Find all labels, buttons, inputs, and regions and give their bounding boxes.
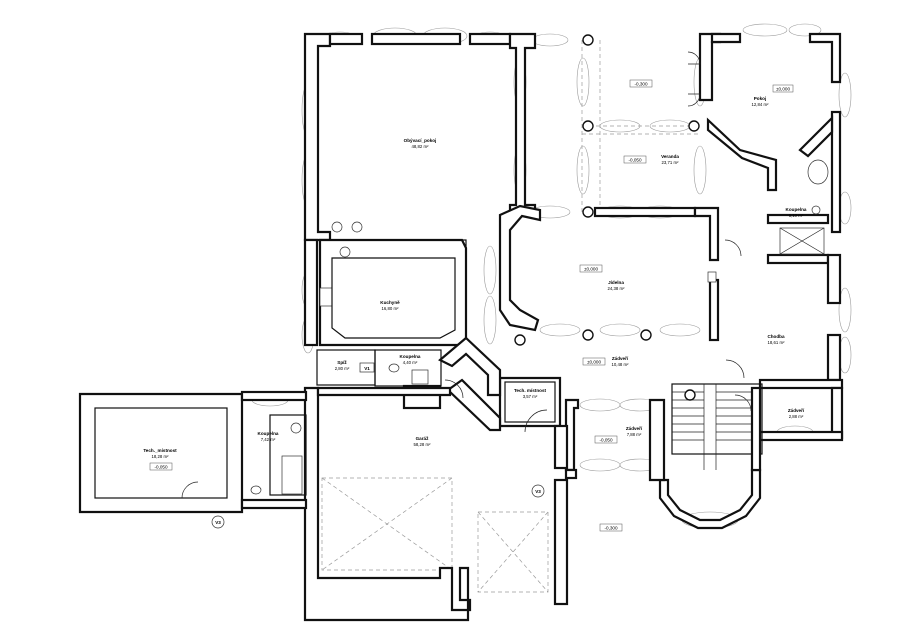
svg-text:V1: V1	[364, 366, 370, 371]
room-label-zadveri2: Zádveří 7,88 m²	[626, 426, 643, 437]
svg-text:3,57 m²: 3,57 m²	[523, 394, 538, 399]
svg-text:-0,050: -0,050	[599, 438, 612, 443]
svg-text:Kuchyně: Kuchyně	[380, 300, 400, 305]
svg-text:±0,000: ±0,000	[587, 360, 601, 365]
room-label-zadveri3: Zádveří 2,88 m²	[788, 408, 805, 419]
svg-text:±0,000: ±0,000	[776, 87, 790, 92]
level-tag: ±0,000	[582, 357, 606, 366]
svg-text:10,48 m²: 10,48 m²	[612, 362, 630, 367]
svg-text:5,10 m²: 5,10 m²	[789, 213, 804, 218]
svg-text:Pokoj: Pokoj	[754, 96, 767, 101]
level-tag: -0,050	[594, 435, 618, 444]
room-label-spiz: Spíž 2,80 m²	[335, 360, 350, 371]
svg-text:Tech._místnost: Tech._místnost	[143, 448, 177, 453]
svg-text:16,80 m²: 16,80 m²	[382, 306, 400, 311]
room-label-tech-mistnost: Tech. místnost 3,57 m²	[514, 388, 547, 399]
svg-text:Zádveří: Zádveří	[788, 408, 805, 413]
svg-text:Spíž: Spíž	[337, 360, 347, 365]
svg-text:-0,050: -0,050	[628, 158, 641, 163]
svg-text:24,38 m²: 24,38 m²	[608, 286, 626, 291]
level-tag: -0,050	[623, 155, 647, 164]
svg-text:Tech. místnost: Tech. místnost	[514, 388, 547, 393]
walls	[78, 32, 844, 622]
room-label-garaz: Garáž 58,28 m²	[414, 436, 432, 447]
svg-text:2,80 m²: 2,80 m²	[335, 366, 350, 371]
svg-text:12,84 m²: 12,84 m²	[752, 102, 770, 107]
room-label-jidelna: Jídelna 24,38 m²	[608, 280, 626, 291]
level-tag: -0,300	[629, 79, 653, 88]
level-tag: ±0,000	[772, 84, 794, 93]
room-label-pokoj: Pokoj 12,84 m²	[752, 96, 770, 107]
svg-text:±0,000: ±0,000	[584, 267, 598, 272]
room-label-wc: Koupelna 4,40 m²	[400, 354, 421, 365]
svg-text:48,82 m²: 48,82 m²	[412, 144, 430, 149]
level-tag: -0,300	[599, 523, 623, 532]
svg-text:-0,300: -0,300	[604, 526, 617, 531]
section-mark-v3: V3	[531, 484, 545, 498]
room-label-koupelna-left: Koupelna 7,42 m²	[258, 431, 279, 442]
svg-text:-0,050: -0,050	[154, 465, 167, 470]
section-mark-v1: V1	[359, 362, 375, 373]
room-label-kuchyne: Kuchyně 16,80 m²	[380, 300, 400, 311]
fixtures	[250, 159, 829, 495]
svg-text:Obývací_pokoj: Obývací_pokoj	[404, 138, 437, 143]
svg-text:7,42 m²: 7,42 m²	[261, 437, 276, 442]
room-label-veranda: Veranda 23,71 m²	[661, 154, 679, 165]
svg-text:23,71 m²: 23,71 m²	[662, 160, 680, 165]
room-label-zadveri: Zádveří 10,48 m²	[612, 356, 630, 367]
svg-text:Zádveří: Zádveří	[626, 426, 643, 431]
door-swings	[181, 51, 752, 499]
level-tag: -0,050	[149, 462, 173, 471]
room-label-chodba: Chodba 18,61 m²	[767, 334, 785, 345]
footing-outlines	[251, 23, 852, 593]
stair-treads	[672, 391, 752, 441]
svg-text:Koupelna: Koupelna	[258, 431, 279, 436]
room-label-obyvaci-pokoj: Obývací_pokoj 48,82 m²	[404, 138, 437, 149]
svg-text:Jídelna: Jídelna	[608, 280, 624, 285]
svg-text:Koupelna: Koupelna	[786, 207, 807, 212]
svg-text:Zádveří: Zádveří	[612, 356, 629, 361]
svg-text:2,88 m²: 2,88 m²	[789, 414, 804, 419]
svg-text:V3: V3	[215, 520, 221, 525]
section-mark-v3: V3	[211, 515, 225, 529]
svg-text:Veranda: Veranda	[661, 154, 679, 159]
svg-text:7,88 m²: 7,88 m²	[627, 432, 642, 437]
columns	[514, 34, 700, 401]
svg-text:58,28 m²: 58,28 m²	[414, 442, 432, 447]
room-label-tech-zahrada: Tech._místnost 18,28 m²	[143, 448, 177, 459]
level-tag: ±0,000	[579, 264, 603, 273]
svg-text:V3: V3	[535, 489, 541, 494]
svg-text:Chodba: Chodba	[767, 334, 785, 339]
svg-text:18,61 m²: 18,61 m²	[768, 340, 786, 345]
svg-text:Garáž: Garáž	[416, 436, 429, 441]
room-label-koupelna-top: Koupelna 5,10 m²	[786, 207, 807, 218]
svg-text:4,40 m²: 4,40 m²	[403, 360, 418, 365]
svg-text:-0,300: -0,300	[634, 82, 647, 87]
svg-text:Koupelna: Koupelna	[400, 354, 421, 359]
svg-text:18,28 m²: 18,28 m²	[152, 454, 170, 459]
